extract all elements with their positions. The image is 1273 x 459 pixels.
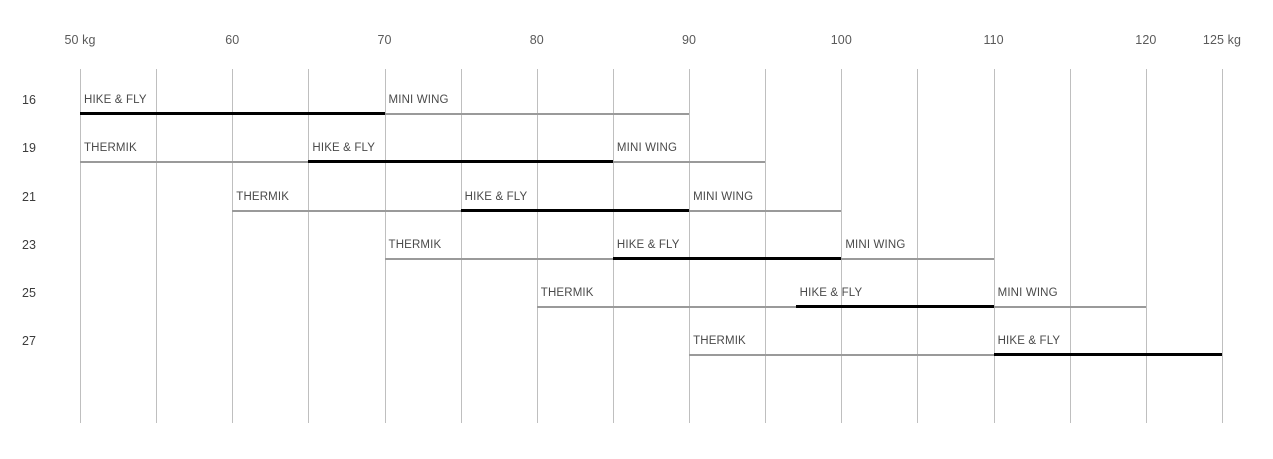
segment-caption-25-hike-fly: HIKE & FLY — [799, 287, 863, 299]
bar-segment-23-hike-fly — [612, 257, 842, 260]
gridline-75 — [461, 69, 462, 423]
segment-caption-16-mini-wing: MINI WING — [388, 94, 449, 106]
gridline-60 — [232, 69, 233, 423]
segment-caption-21-hike-fly: HIKE & FLY — [464, 191, 528, 203]
x-axis-tick-90: 90 — [682, 33, 697, 47]
gridline-50 — [80, 69, 81, 423]
x-axis-tick-110: 110 — [983, 33, 1004, 47]
bar-segment-19-thermik — [80, 161, 309, 163]
row-label-19: 19 — [22, 141, 36, 155]
bar-segment-25-thermik — [536, 306, 796, 308]
segment-caption-19-hike-fly: HIKE & FLY — [312, 142, 376, 154]
segment-caption-19-thermik: THERMIK — [84, 142, 137, 154]
bar-segment-23-thermik — [384, 258, 613, 260]
bar-segment-27-thermik — [689, 354, 994, 356]
segment-caption-27-thermik: THERMIK — [693, 335, 746, 347]
x-axis-tick-100: 100 — [830, 33, 852, 47]
gridline-80 — [537, 69, 538, 423]
row-label-21: 21 — [22, 190, 36, 204]
bar-segment-21-mini-wing — [689, 210, 842, 212]
gridline-125 — [1222, 69, 1223, 423]
row-label-25: 25 — [22, 286, 36, 300]
bar-segment-16-hike-fly — [80, 112, 385, 115]
bar-segment-23-mini-wing — [841, 258, 994, 260]
segment-caption-23-thermik: THERMIK — [388, 239, 442, 251]
gridline-85 — [613, 69, 614, 423]
segment-caption-21-mini-wing: MINI WING — [693, 191, 754, 203]
segment-caption-23-hike-fly: HIKE & FLY — [616, 239, 680, 251]
segment-caption-27-hike-fly: HIKE & FLY — [997, 335, 1061, 347]
row-label-23: 23 — [22, 238, 36, 252]
bar-segment-25-hike-fly — [795, 305, 994, 308]
row-label-27: 27 — [22, 334, 36, 348]
bar-segment-25-mini-wing — [993, 306, 1146, 308]
gridline-105 — [917, 69, 918, 423]
segment-caption-19-mini-wing: MINI WING — [616, 142, 678, 154]
bar-segment-19-mini-wing — [612, 161, 766, 163]
bar-segment-21-thermik — [232, 210, 461, 212]
gridline-120 — [1146, 69, 1147, 423]
segment-caption-25-mini-wing: MINI WING — [997, 287, 1058, 299]
bar-segment-16-mini-wing — [384, 113, 690, 115]
x-axis-tick-60: 60 — [225, 33, 240, 47]
gridline-70 — [385, 69, 386, 423]
bar-segment-21-hike-fly — [460, 209, 690, 212]
x-axis-tick-50: 50 kg — [64, 33, 96, 47]
x-axis-tick-125: 125 kg — [1202, 33, 1242, 47]
x-axis-tick-70: 70 — [377, 33, 392, 47]
gridline-100 — [841, 69, 842, 423]
bar-segment-27-hike-fly — [993, 353, 1222, 356]
gridline-65 — [308, 69, 309, 423]
x-axis-tick-80: 80 — [529, 33, 544, 47]
gridline-90 — [689, 69, 690, 423]
gridline-95 — [765, 69, 766, 423]
gridline-55 — [156, 69, 157, 423]
segment-caption-23-mini-wing: MINI WING — [845, 239, 906, 251]
bar-segment-19-hike-fly — [308, 160, 613, 163]
segment-caption-21-thermik: THERMIK — [236, 191, 290, 203]
gridline-110 — [994, 69, 995, 423]
x-axis-tick-120: 120 — [1135, 33, 1157, 47]
segment-caption-25-thermik: THERMIK — [540, 287, 594, 299]
gridline-115 — [1070, 69, 1071, 423]
row-label-16: 16 — [22, 93, 36, 107]
segment-caption-16-hike-fly: HIKE & FLY — [84, 94, 147, 106]
